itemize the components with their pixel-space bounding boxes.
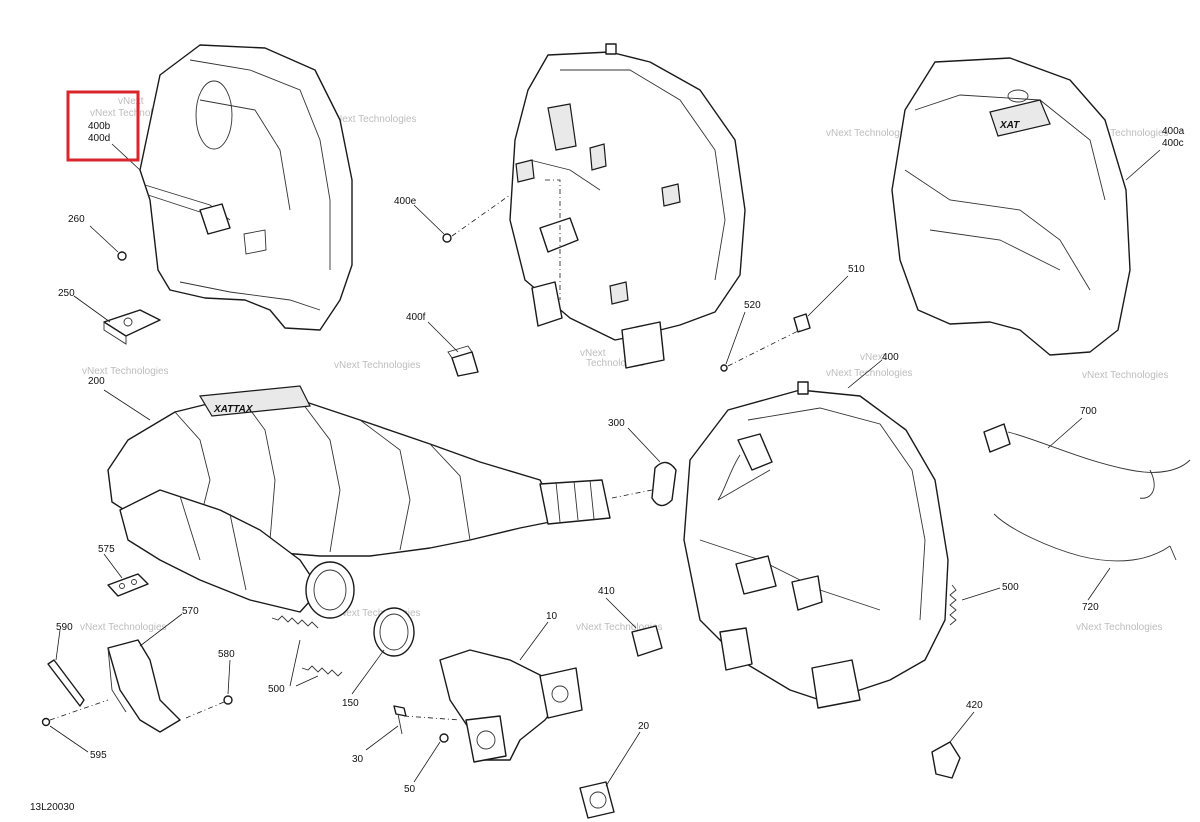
- plate-575: [103, 553, 149, 597]
- plug-300: [611, 427, 677, 507]
- clip-bracket-250: [73, 295, 161, 345]
- callout-50: 50: [404, 784, 416, 795]
- highlight-box-400b-400d: [66, 90, 140, 162]
- rubber-block-400f: [427, 321, 479, 377]
- watermark-12: vNext Technologies: [1076, 622, 1163, 633]
- bracket-570: [107, 613, 225, 733]
- watermark-2: vNext Technologies: [330, 114, 417, 125]
- watermark-13: vNext: [118, 96, 144, 107]
- watermark-4: vNext Technologies: [1082, 128, 1169, 139]
- callout-400a: 400a: [1162, 126, 1185, 137]
- callout-labels: 400b 400d 260 250 400e 400f 400a 400c 51…: [56, 121, 1185, 795]
- expansion-chamber-200: XATTAX: [103, 385, 611, 619]
- muffler-main-400: [683, 359, 949, 709]
- callout-520: 520: [744, 300, 761, 311]
- watermark-1: vNext Technologies: [90, 108, 177, 119]
- connector-410: [605, 597, 663, 657]
- callout-400b: 400b: [88, 121, 111, 132]
- springs-500-left: [271, 615, 343, 687]
- rubber-cap-420: [931, 711, 975, 779]
- callout-510: 510: [848, 264, 865, 275]
- watermarks: vNext Technologies vNext Technologies vN…: [80, 96, 1169, 633]
- spring-500-right: [949, 584, 1001, 626]
- callout-260: 260: [68, 214, 85, 225]
- watermark-5: vNext Technologies: [82, 366, 169, 377]
- callout-200: 200: [88, 376, 105, 387]
- watermark-11: vNext Technologies: [576, 622, 663, 633]
- watermark-14: vNext: [580, 348, 606, 359]
- heat-shield-cover-left: [139, 44, 353, 331]
- watermark-10: vNext Technologies: [334, 608, 421, 619]
- callout-575: 575: [98, 544, 115, 555]
- sensor-cable-700: [983, 417, 1191, 499]
- clip-510: [793, 275, 849, 333]
- callout-10: 10: [546, 611, 558, 622]
- callout-580: 580: [218, 649, 235, 660]
- watermark-8: vNext Technologies: [1082, 370, 1169, 381]
- callout-570: 570: [182, 606, 199, 617]
- brand-mark-xat: XAT: [999, 120, 1020, 131]
- grommet-400e: [413, 194, 511, 243]
- callout-400f: 400f: [406, 312, 426, 323]
- callout-720: 720: [1082, 602, 1099, 613]
- nut-50: [413, 733, 449, 783]
- callout-30: 30: [352, 754, 364, 765]
- callout-590: 590: [56, 622, 73, 633]
- callout-400d: 400d: [88, 133, 110, 144]
- watermark-7: vNext Technologies: [826, 368, 913, 379]
- gasket-20: [579, 731, 641, 819]
- callout-400c: 400c: [1162, 138, 1184, 149]
- callout-500-right: 500: [1002, 582, 1019, 593]
- screw-260: [89, 225, 127, 261]
- callout-420: 420: [966, 700, 983, 711]
- callout-250: 250: [58, 288, 75, 299]
- watermark-16: Technologies: [586, 358, 644, 369]
- callout-700: 700: [1080, 406, 1097, 417]
- heat-shield-cover-right: XAT: [891, 57, 1131, 356]
- watermark-6: vNext Technologies: [334, 360, 421, 371]
- watermark-15: vNext: [860, 352, 886, 363]
- watermark-3: vNext Technologies: [826, 128, 913, 139]
- bolt-30: [365, 705, 461, 751]
- callout-300: 300: [608, 418, 625, 429]
- callout-500-left: 500: [268, 684, 285, 695]
- diagram-reference-code: 13L20030: [30, 802, 75, 813]
- callout-20: 20: [638, 721, 650, 732]
- gasket-ring-150: [351, 607, 415, 695]
- screw-595: [41, 699, 109, 753]
- callout-595: 595: [90, 750, 107, 761]
- callout-410: 410: [598, 586, 615, 597]
- muffler-upper-center: [509, 43, 746, 369]
- grommet-580: [223, 659, 233, 705]
- callout-150: 150: [342, 698, 359, 709]
- callout-400: 400: [882, 352, 899, 363]
- rivet-520: [720, 311, 801, 372]
- watermark-9: vNext Technologies: [80, 622, 167, 633]
- brand-mark-xattax: XATTAX: [213, 404, 254, 415]
- callout-400e: 400e: [394, 196, 417, 207]
- cable-720: [993, 513, 1177, 601]
- strap-590: [47, 629, 85, 707]
- exhaust-manifold-10: [439, 621, 583, 763]
